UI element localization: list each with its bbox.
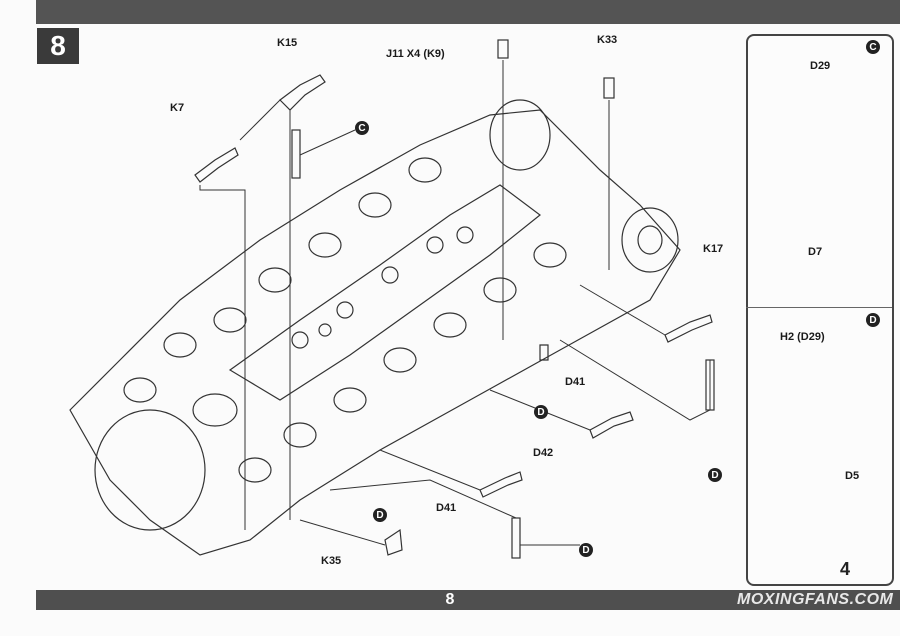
leader-d41-lower xyxy=(379,449,481,491)
part-rod-top xyxy=(291,129,301,179)
label-d7: D7 xyxy=(808,246,823,258)
leader-right-rod xyxy=(559,339,711,421)
badge-d-a: D xyxy=(534,405,548,419)
badge-d-b: D xyxy=(708,468,722,482)
label-d29: D29 xyxy=(810,60,831,72)
label-h2-d29: H2 (D29) xyxy=(780,331,825,343)
leader-c-main xyxy=(299,129,356,156)
flywheel xyxy=(489,99,551,171)
footer-bar xyxy=(36,590,900,610)
step-number: 8 xyxy=(50,30,66,61)
badge-d-d: D xyxy=(579,543,593,557)
part-k33 xyxy=(603,77,615,99)
part-lower-rod xyxy=(511,517,521,559)
leader-k35 xyxy=(299,519,386,546)
panel-partial-text: 4 xyxy=(840,559,851,579)
label-k17: K17 xyxy=(703,243,724,255)
label-d5: D5 xyxy=(845,470,860,482)
label-d41-lower: D41 xyxy=(436,502,457,514)
part-d41-lower xyxy=(479,471,523,498)
step-number-box: 8 xyxy=(37,28,79,64)
part-j11 xyxy=(497,39,509,59)
detail-side-panel xyxy=(746,34,894,586)
page-number: 8 xyxy=(445,591,455,608)
pulley-disc xyxy=(621,207,679,273)
label-k15: K15 xyxy=(277,37,298,49)
spark-plug-ports xyxy=(291,226,474,349)
leader-k17 xyxy=(579,284,666,336)
engine-top-plate xyxy=(228,184,541,401)
panel-divider xyxy=(746,307,892,308)
cylinder-bank-upper xyxy=(123,157,442,403)
part-d42 xyxy=(589,411,634,439)
label-j11: J11 X4 (K9) xyxy=(386,48,445,60)
crank-housing xyxy=(94,409,206,531)
part-k15 xyxy=(279,74,326,111)
badge-d-c: D xyxy=(373,508,387,522)
part-k35 xyxy=(384,528,403,556)
leader-k7 xyxy=(199,185,246,530)
label-k33: K33 xyxy=(597,34,618,46)
badge-d-panel: D xyxy=(866,313,880,327)
label-k35: K35 xyxy=(321,555,342,567)
cylinder-bank-lower xyxy=(238,242,567,483)
label-k7: K7 xyxy=(170,102,185,114)
badge-c-main: C xyxy=(355,121,369,135)
watermark: MOXINGFANS.COM xyxy=(737,591,894,608)
leader-lower-rod xyxy=(329,479,517,519)
badge-c-panel: C xyxy=(866,40,880,54)
part-d41-right xyxy=(539,344,549,361)
leader-k15-arrow xyxy=(239,99,281,141)
part-k7 xyxy=(194,147,239,183)
part-k17 xyxy=(664,314,713,343)
engine-block-outline xyxy=(69,109,681,556)
header-bar xyxy=(36,0,900,24)
label-d42: D42 xyxy=(533,447,554,459)
label-d41-right: D41 xyxy=(565,376,586,388)
